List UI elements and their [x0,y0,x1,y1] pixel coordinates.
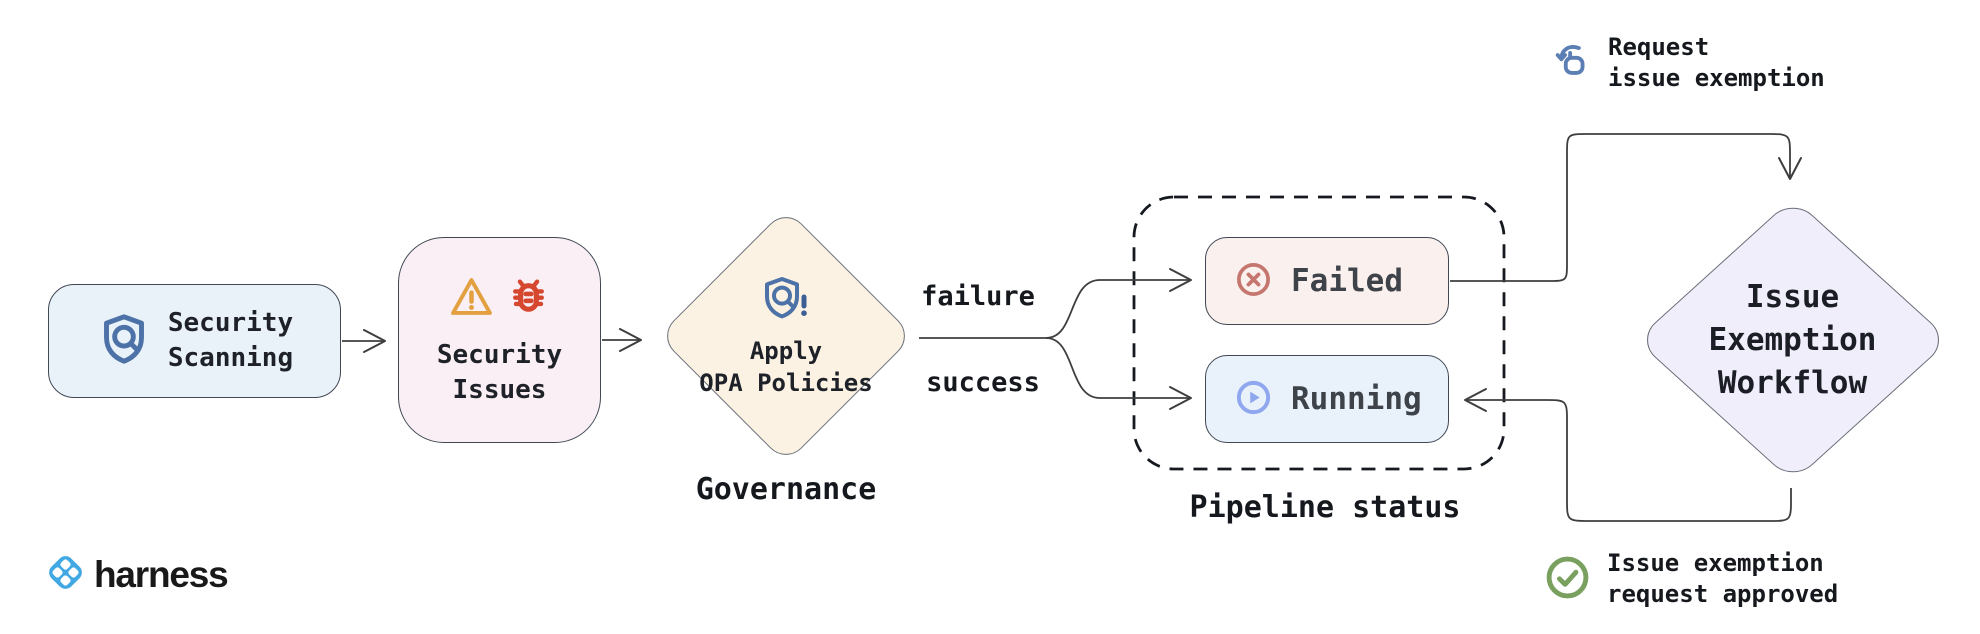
node-label-line: Issues [452,374,547,405]
node-running: Running [1205,355,1449,443]
play-circle-icon [1234,378,1273,421]
running-label: Running [1291,381,1422,417]
request-exemption-annotation: Request issue exemption [1550,32,1825,94]
failed-label: Failed [1291,263,1403,299]
node-label-line: Issue [1745,278,1840,315]
hand-request-icon [1550,40,1592,86]
failure-edge-label: failure [921,281,1035,312]
node-security-scanning: Security Scanning [48,284,341,398]
node-label-line: OPA Policies [699,368,873,397]
approved-annotation: Issue exemption request approved [1544,548,1838,610]
pipeline-status-dashed-border [1132,195,1506,471]
edge-success [1045,337,1192,410]
annotation-line: Request [1608,33,1710,61]
node-label-line: Workflow [1717,364,1868,401]
check-circle-icon [1544,554,1591,605]
edge-exemption-to-running [1464,388,1792,522]
node-label-line: Apply [749,336,823,365]
success-edge-label: success [926,367,1040,398]
node-label-line: Security [436,339,563,370]
node-apply-opa-policies: Apply OPA Policies [655,208,917,464]
shield-policy-alert-icon [760,274,812,326]
node-failed: Failed [1205,237,1449,325]
warning-triangle-icon [448,273,495,324]
node-label-line: Scanning [167,343,294,373]
harness-wordmark: harness [94,553,229,595]
bug-icon [505,273,552,324]
node-label-line: Security [167,308,294,338]
edge-failed-to-exemption [1450,133,1802,282]
harness-logo-icon [44,551,87,598]
node-label-line: Exemption [1708,321,1877,358]
annotation-line: Issue exemption [1607,549,1824,577]
pipeline-status-label: Pipeline status [1189,490,1461,525]
x-circle-icon [1234,260,1273,303]
annotation-line: issue exemption [1608,64,1825,92]
harness-branding: harness [44,551,229,598]
annotation-line: request approved [1607,580,1839,608]
shield-search-icon [96,311,152,371]
node-issue-exemption-workflow: Issue Exemption Workflow [1635,197,1950,483]
governance-label: Governance [695,472,877,507]
edge-failure [1045,268,1192,339]
node-security-issues: Security Issues [398,237,601,443]
